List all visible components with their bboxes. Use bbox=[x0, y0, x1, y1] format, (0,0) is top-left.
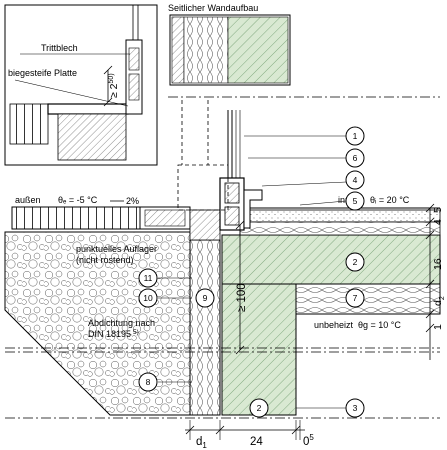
punktuelles-label-2: (nicht rostend) bbox=[76, 255, 134, 265]
svg-text:5: 5 bbox=[353, 196, 358, 206]
callout-7: 7 bbox=[345, 288, 365, 308]
floor-screed bbox=[239, 207, 441, 236]
dim-5: 5 bbox=[432, 207, 444, 213]
perimeter-insulation bbox=[189, 239, 221, 416]
side-wall-inset: Seitlicher Wandaufbau bbox=[168, 3, 291, 86]
svg-text:7: 7 bbox=[353, 293, 358, 303]
theta-e-label: θₑ = -5 °C bbox=[58, 195, 98, 205]
concrete-wall bbox=[221, 283, 297, 416]
callout-1: 1 bbox=[345, 126, 365, 146]
svg-text:11: 11 bbox=[144, 273, 153, 283]
trittblech-label: Trittblech bbox=[41, 43, 78, 53]
concrete-slab bbox=[221, 234, 441, 285]
reference-lines bbox=[5, 96, 440, 419]
punktuelles-label-1: punktuelles Auflager bbox=[76, 244, 157, 254]
svg-text:4: 4 bbox=[353, 175, 358, 185]
biegesteife-platte-label: biegesteife Platte bbox=[8, 68, 77, 78]
svg-text:2: 2 bbox=[353, 257, 358, 267]
unbeheizt-label: unbeheizt bbox=[314, 320, 354, 330]
dim-05: 05 bbox=[303, 433, 314, 448]
callout-2-upper: 2 bbox=[345, 252, 365, 272]
grate-deck bbox=[11, 206, 221, 241]
theta-i-label: θᵢ = 20 °C bbox=[370, 195, 410, 205]
svg-text:3: 3 bbox=[353, 403, 358, 413]
callout-4: 4 bbox=[345, 170, 365, 190]
inset-detail: Trittblech biegesteife Platte ≥ 250) bbox=[4, 4, 158, 166]
slope-label: 2% bbox=[126, 196, 139, 206]
slab-insulation bbox=[295, 283, 441, 315]
svg-text:6: 6 bbox=[353, 153, 358, 163]
callout-3: 3 bbox=[345, 398, 365, 418]
callouts: 1 6 4 5 2 7 11 10 9 2 8 3 bbox=[138, 126, 365, 418]
svg-text:9: 9 bbox=[203, 293, 208, 303]
callout-11: 11 bbox=[138, 268, 158, 288]
inset-dim-label: ≥ 250) bbox=[108, 73, 120, 98]
dim-d1: d1 bbox=[196, 436, 207, 450]
callout-9: 9 bbox=[195, 288, 215, 308]
right-dimensions: 4 5 16 d2 1 bbox=[425, 203, 446, 360]
dim-24: 24 bbox=[250, 436, 263, 448]
callout-10: 10 bbox=[138, 288, 158, 308]
abdichtung-label-1: Abdichtung nach bbox=[88, 318, 155, 328]
callout-8: 8 bbox=[138, 372, 158, 392]
dim-16: 16 bbox=[432, 258, 444, 270]
dim-d2: d2 bbox=[432, 296, 446, 306]
dim-min-100: ≥ 100 bbox=[235, 220, 248, 355]
svg-text:8: 8 bbox=[146, 377, 151, 387]
svg-text:2: 2 bbox=[257, 403, 262, 413]
svg-text:10: 10 bbox=[143, 293, 153, 303]
door-frame bbox=[219, 110, 263, 231]
dim-1: 1 bbox=[432, 324, 444, 330]
aussen-label: außen bbox=[15, 195, 41, 205]
callout-2-lower: 2 bbox=[249, 398, 269, 418]
svg-text:1: 1 bbox=[353, 131, 358, 141]
dim-100-label: ≥ 100 bbox=[236, 283, 248, 312]
bottom-dimensions: d1 24 05 bbox=[185, 420, 314, 450]
theta-g-label: θg = 10 °C bbox=[358, 320, 401, 330]
callout-5: 5 bbox=[345, 191, 365, 211]
side-wall-title: Seitlicher Wandaufbau bbox=[168, 3, 258, 13]
callout-6: 6 bbox=[345, 148, 365, 168]
dim-4: 4 bbox=[432, 219, 444, 225]
